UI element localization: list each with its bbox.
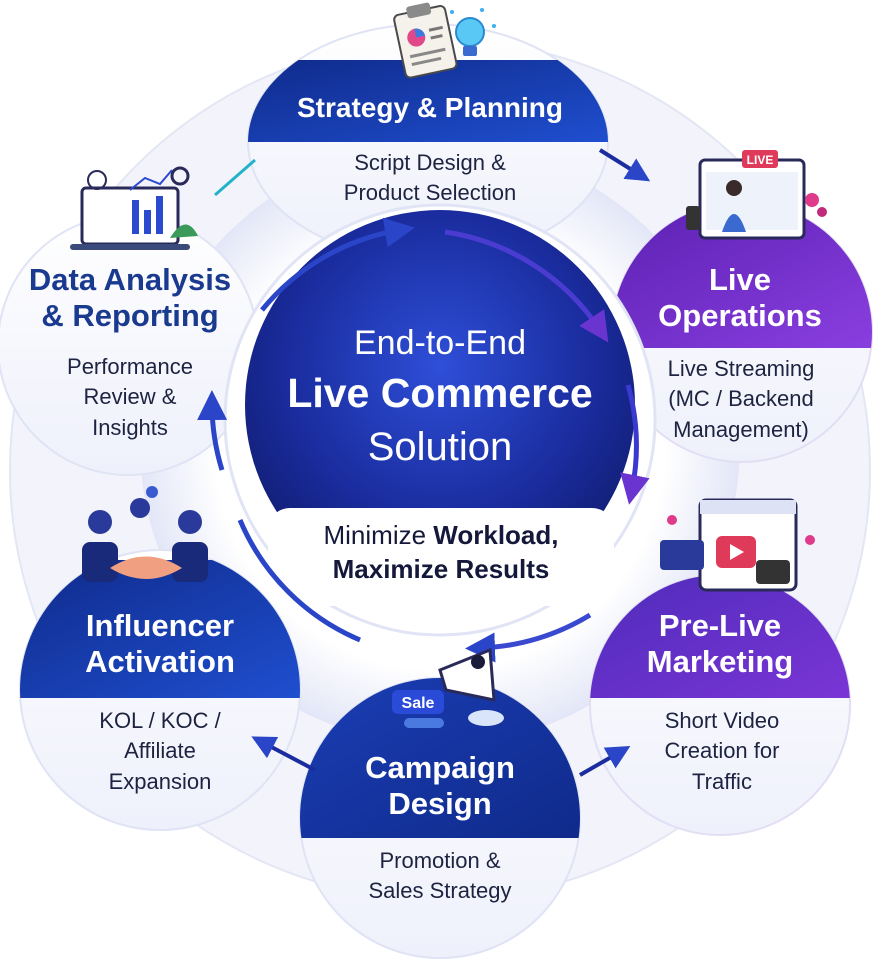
tagline-line1: Minimize Workload, (268, 518, 614, 552)
influencer-title-line1: Influencer (85, 608, 235, 643)
data-desc-line1: Performance (67, 354, 193, 379)
pre-live-desc-line3: Traffic (692, 768, 752, 794)
data-desc: Performance Review & Insights (20, 352, 240, 443)
influencer-desc-line2: Affiliate (124, 738, 196, 764)
tagline-line1-bold: Workload, (433, 520, 559, 550)
influencer-title: Influencer Activation (40, 608, 280, 681)
dashboard-icon (70, 166, 198, 250)
campaign-title: Campaign Design (320, 750, 560, 823)
tagline-line2: Maximize Results (332, 554, 550, 585)
handshake-icon (82, 486, 208, 582)
streamer-icon: LIVE (686, 150, 827, 240)
cycle-arrow-bottom (465, 612, 592, 663)
campaign-desc-line2: Sales Strategy (368, 878, 512, 904)
connector-arrow-bottom-left (251, 736, 316, 772)
cycle-arrow-right (620, 384, 650, 505)
campaign-title-line1: Campaign (365, 750, 515, 785)
data-desc-line2: Review & (83, 384, 177, 410)
live-ops-title: Live Operations (620, 262, 860, 335)
tagline-line1-regular: Minimize (323, 520, 434, 550)
center-title: End-to-End Live Commerce Solution (250, 324, 630, 471)
live-ops-desc-line3: Management) (673, 416, 809, 442)
cycle-arrow-top (260, 217, 415, 312)
influencer-title-line2: Activation (85, 644, 235, 680)
node-influencer (19, 549, 301, 831)
live-ops-title-line2: Operations (658, 298, 822, 334)
live-ops-title-line1: Live (708, 262, 772, 297)
campaign-title-line2: Design (388, 786, 492, 822)
connector-arrow-left-top (214, 158, 256, 197)
strategy-desc-line1: Script Design & (354, 150, 506, 175)
cycle-arrow-topright (444, 229, 609, 343)
center-title-line3: Solution (367, 424, 513, 469)
strategy-title: Strategy & Planning (296, 92, 564, 123)
cycle-arrow-bottomleft (237, 519, 361, 643)
megaphone-icon: Sale (392, 647, 504, 728)
pre-live-title: Pre-Live Marketing (600, 608, 840, 681)
pre-live-desc: Short Video Creation for Traffic (612, 706, 832, 797)
campaign-desc-line1: Promotion & (379, 848, 501, 873)
cycle-arrow-left (197, 390, 228, 471)
live-ops-desc-line2: (MC / Backend (668, 386, 814, 412)
pre-live-title-line1: Pre-Live (658, 608, 782, 643)
connector-arrow-top-right (598, 148, 651, 182)
center-hub (223, 203, 657, 637)
influencer-desc-line1: KOL / KOC / (99, 708, 221, 733)
clipboard-icon (393, 2, 458, 79)
lightbulb-icon (450, 8, 496, 56)
pre-live-desc-line1: Short Video (664, 708, 780, 733)
pre-live-title-line2: Marketing (646, 644, 794, 680)
data-title: Data Analysis & Reporting (10, 262, 250, 335)
influencer-desc: KOL / KOC / Affiliate Expansion (50, 706, 270, 797)
live-ops-desc: Live Streaming (MC / Backend Management) (626, 354, 856, 445)
live-badge: LIVE (747, 153, 774, 167)
data-title-line2: & Reporting (41, 298, 219, 334)
strategy-desc-line2: Product Selection (343, 180, 517, 206)
video-post-icon (660, 498, 815, 592)
sale-badge: Sale (402, 695, 435, 712)
data-title-line1: Data Analysis (28, 262, 232, 297)
connector-arrow-bottom-right (579, 746, 631, 777)
live-ops-desc-line1: Live Streaming (667, 356, 815, 381)
data-desc-line3: Insights (92, 414, 168, 440)
center-title-line2: Live Commerce (287, 369, 593, 416)
strategy-desc: Script Design & Product Selection (290, 148, 570, 209)
center-tagline: Minimize Workload, Maximize Results (268, 518, 614, 587)
campaign-desc: Promotion & Sales Strategy (320, 846, 560, 907)
pre-live-desc-line2: Creation for (664, 738, 780, 764)
influencer-desc-line3: Expansion (108, 768, 212, 794)
center-title-line1: End-to-End (354, 324, 526, 362)
